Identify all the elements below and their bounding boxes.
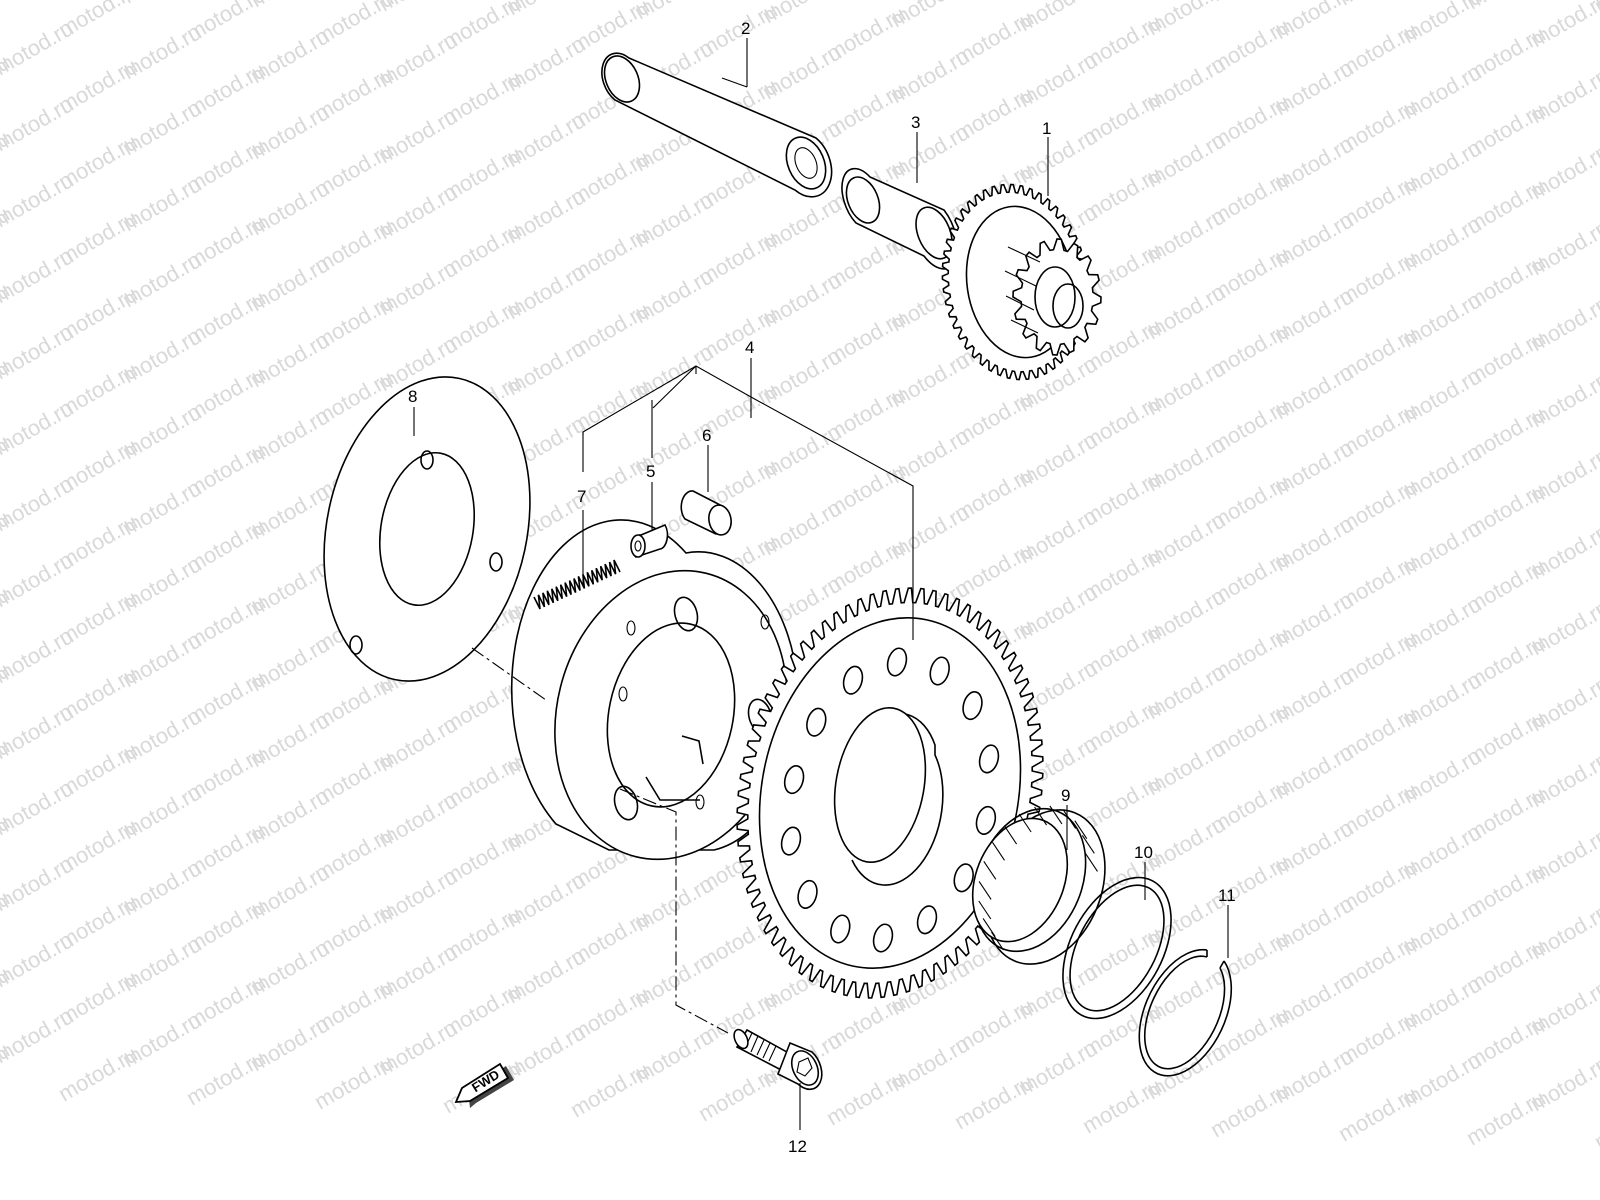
watermark-text: motod.ru: [0, 0, 78, 4]
callout-6: 6: [702, 426, 711, 445]
bolt-part-12: [733, 1028, 823, 1091]
bearing-needle: [1018, 813, 1032, 833]
bearing-needle: [1081, 834, 1095, 854]
callout-12: 12: [788, 1137, 807, 1156]
gear-hole: [953, 863, 974, 893]
bearing-needle: [1049, 805, 1063, 825]
gear-hole: [962, 691, 983, 721]
bearing-needle: [983, 860, 997, 880]
watermark-text: motod.ru: [1206, 1077, 1294, 1142]
bearing-needle: [991, 931, 1004, 951]
watermark-text: motod.ru: [694, 1061, 782, 1126]
callout-1: 1: [1042, 119, 1051, 138]
bearing-needle: [1063, 810, 1077, 829]
callout-7: 7: [577, 487, 586, 506]
watermark-text: motod.ru: [950, 1069, 1038, 1134]
callout-5: 5: [646, 462, 655, 481]
bearing-needle: [992, 841, 1005, 861]
circlip-part-11: [1138, 948, 1233, 1077]
gear-hole: [872, 923, 894, 953]
callout-11: 11: [1218, 886, 1236, 905]
callout-4: 4: [745, 338, 754, 357]
spring-part-7: [533, 559, 621, 610]
starter-driven-gear: [736, 587, 1044, 999]
gear-hole: [916, 905, 938, 935]
watermark-text: motod.ru: [1078, 1073, 1166, 1138]
callout-8: 8: [408, 387, 417, 406]
watermark-text: motod.ru: [182, 1045, 270, 1110]
watermark-text: motod.ru: [566, 1057, 654, 1122]
roller-part-6: [680, 490, 732, 536]
watermark-text: motod.ru: [1590, 1089, 1600, 1154]
watermark-text: motod.ru: [1334, 1081, 1422, 1146]
bearing-needle: [1085, 853, 1098, 872]
watermark-text: motod.ru: [822, 1065, 910, 1130]
watermark-text: motod.ru: [0, 0, 14, 38]
bearing-needle: [978, 881, 992, 900]
pin-part-5: [630, 523, 669, 558]
gear-hole: [929, 656, 950, 686]
gear-hole: [780, 826, 802, 856]
callout-10: 10: [1134, 843, 1153, 862]
leader-lines: [413, 38, 1229, 1130]
gear-hole: [797, 879, 818, 909]
watermark-text: motod.ru: [54, 1041, 142, 1106]
bearing-needle: [982, 918, 996, 937]
gear-hole: [975, 805, 997, 835]
callouts: 1 2 3 4 5 6 7 8 9 10 11 12: [408, 19, 1236, 1156]
idle-gear-part-1: [941, 183, 1102, 381]
watermark-text: motod.ru: [1462, 1085, 1550, 1150]
callout-9: 9: [1061, 786, 1070, 805]
gear-hole: [842, 665, 864, 695]
bearing-needle: [978, 900, 992, 920]
gear-hole: [783, 765, 805, 795]
gear-hole: [806, 707, 827, 737]
watermark-text: motod.ru: [310, 1049, 398, 1114]
bearing-needle: [1074, 820, 1088, 840]
gear-hole: [978, 744, 1000, 774]
callout-2: 2: [741, 19, 750, 38]
fwd-arrow-badge: FWD: [454, 1062, 514, 1108]
callout-3: 3: [911, 113, 920, 132]
gear-hole: [830, 914, 851, 944]
ring-part-10: [1062, 876, 1172, 1020]
bushing-part-3: [841, 167, 959, 270]
watermark-text: motod.ru: [1078, 0, 1166, 2]
gear-hole: [886, 647, 908, 677]
plate-part-8: [323, 376, 531, 682]
shaft-part-2: [601, 52, 833, 198]
clutch-body-part-4: [510, 519, 800, 861]
bearing-needle: [1004, 825, 1018, 845]
bearing-needle: [1034, 806, 1048, 826]
